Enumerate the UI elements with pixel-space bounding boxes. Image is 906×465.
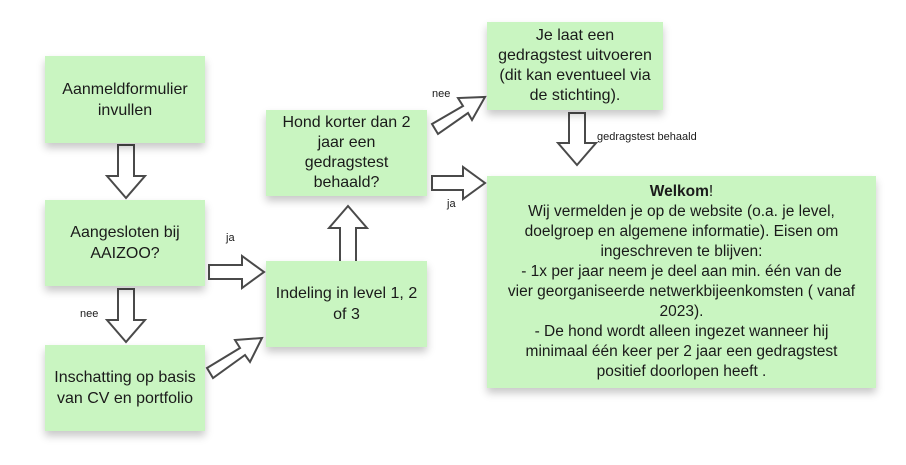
arrow-aanmeld-to-aangesloten [104, 144, 148, 200]
label-gedragstest-behaald: gedragstest behaald [597, 131, 697, 143]
welkom-heading: Welkom! [650, 182, 713, 202]
node-inschatting: Inschatting op basis van CV en portfolio [45, 345, 205, 431]
arrow-gedragstest-to-welkom [555, 112, 599, 167]
node-indeling: Indeling in level 1, 2 of 3 [266, 261, 427, 347]
welkom-title: Welkom [649, 183, 709, 200]
label-nee-aangesloten: nee [80, 308, 99, 320]
node-gedragstest-text: Je laat een gedragstest uitvoeren (dit k… [498, 27, 652, 104]
node-inschatting-text: Inschatting op basis van CV en portfolio [54, 369, 196, 407]
welkom-body: Wij vermelden je op de website (o.a. je … [507, 203, 856, 380]
label-nee-hond: nee [432, 88, 451, 100]
arrow-hond-to-welkom [431, 165, 487, 201]
node-hond: Hond korter dan 2 jaar een gedragstest b… [266, 110, 427, 196]
arrow-hond-to-gedragstest [430, 95, 487, 136]
node-aangesloten: Aangesloten bij AAIZOO? [45, 200, 205, 286]
arrow-aangesloten-to-inschatting [104, 288, 148, 344]
welkom-exclaim: ! [708, 183, 714, 200]
node-aangesloten-text: Aangesloten bij AAIZOO? [70, 224, 180, 262]
arrow-inschatting-to-indeling [205, 336, 264, 380]
node-indeling-text: Indeling in level 1, 2 of 3 [275, 285, 418, 323]
arrow-indeling-to-hond [326, 204, 370, 263]
node-gedragstest: Je laat een gedragstest uitvoeren (dit k… [487, 22, 663, 110]
node-hond-text: Hond korter dan 2 jaar een gedragstest b… [282, 114, 411, 191]
label-ja-aangesloten: ja [226, 232, 235, 244]
label-ja-hond: ja [447, 198, 456, 210]
node-welkom: Welkom! Wij vermelden je op de website (… [487, 176, 876, 388]
node-aanmeldformulier-text: Aanmeldformulier invullen [62, 80, 188, 119]
arrow-aangesloten-to-indeling [208, 254, 266, 290]
node-aanmeldformulier: Aanmeldformulier invullen [45, 56, 205, 143]
